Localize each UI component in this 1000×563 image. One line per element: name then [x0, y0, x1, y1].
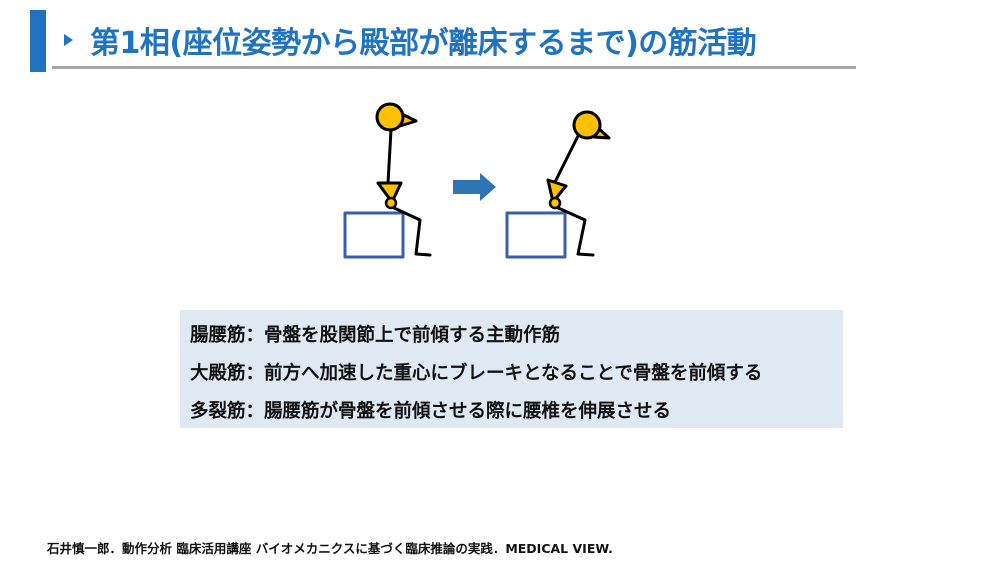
trunk	[553, 134, 580, 184]
bullet-triangle-icon	[64, 34, 73, 46]
trunk	[386, 128, 393, 185]
leg	[554, 205, 595, 257]
right-arrow-icon	[453, 173, 496, 201]
hip-joint	[548, 196, 562, 210]
muscle-gluteus-maximus: 大殿筋：前方へ加速した重心にブレーキとなることで骨盤を前傾する	[190, 363, 763, 384]
figure-upright	[343, 102, 432, 259]
leg	[390, 205, 432, 257]
page-title: 第1相(座位姿勢から殿部が離床するまで)の筋活動	[90, 26, 757, 61]
head	[572, 110, 602, 140]
figure-forward-lean	[505, 110, 611, 259]
title-underline	[52, 66, 856, 69]
seat-box	[343, 211, 405, 259]
hip-joint	[384, 196, 398, 210]
sit-to-stand-illustration	[343, 102, 611, 259]
pelvis	[376, 181, 403, 204]
muscle-iliopsoas: 腸腰筋：骨盤を股関節上で前傾する主動作筋	[190, 325, 561, 346]
muscle-activity-box: 腸腰筋：骨盤を股関節上で前傾する主動作筋 大殿筋：前方へ加速した重心にブレーキと…	[180, 310, 843, 428]
citation: 石井慎一郎．動作分析 臨床活用講座 バイオメカニクスに基づく臨床推論の実践．ME…	[47, 541, 613, 556]
head	[375, 102, 405, 132]
muscle-multifidus: 多裂筋：腸腰筋が骨盤を前傾させる際に腰椎を伸展させる	[190, 401, 672, 422]
pelvis	[546, 178, 568, 204]
seat-box	[505, 211, 567, 259]
title-accent-bar	[30, 10, 46, 72]
